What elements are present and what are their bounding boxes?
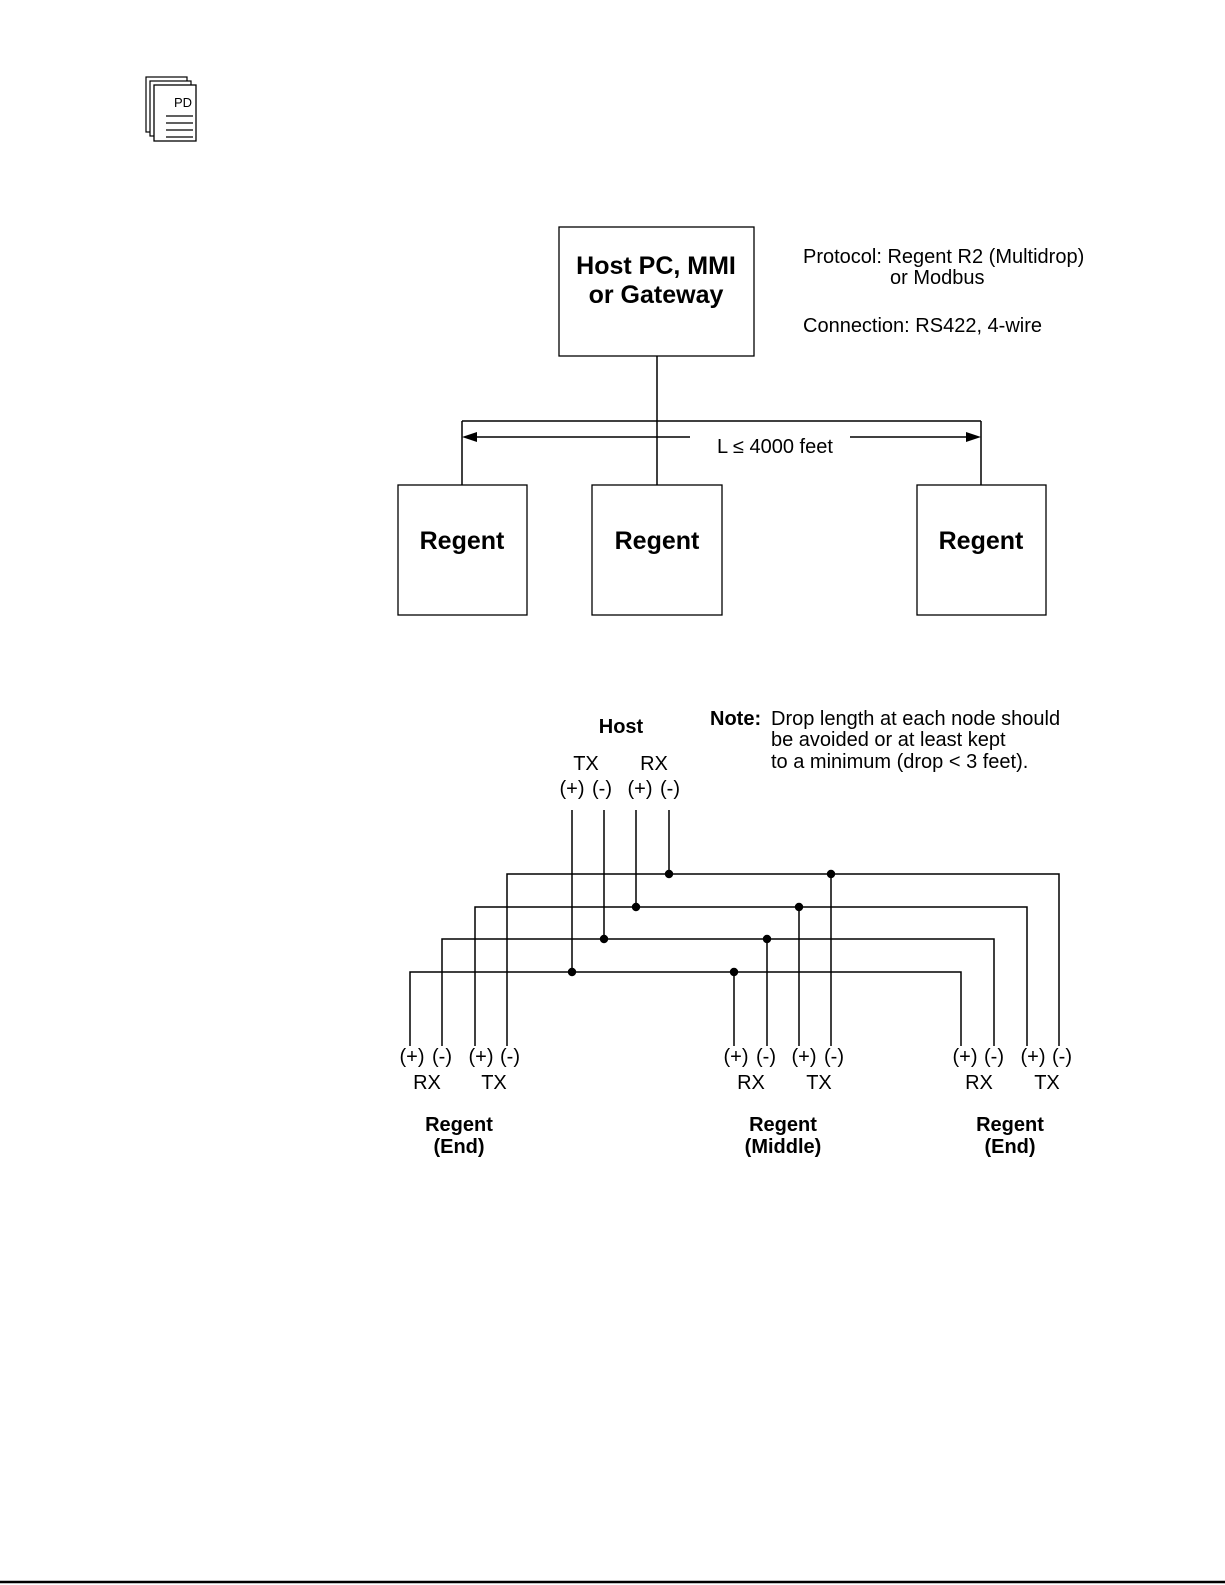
right-node-name: Regent <box>976 1114 1044 1136</box>
note-line3: to a minimum (drop < 3 feet). <box>771 751 1028 773</box>
node-label-3: Regent <box>939 527 1024 555</box>
right-tx-plus: (+) <box>1021 1046 1046 1068</box>
host-tx-minus: (-) <box>592 778 612 800</box>
right-tx-minus: (-) <box>1052 1046 1072 1068</box>
right-node-role: (End) <box>984 1136 1035 1158</box>
node-label-1: Regent <box>420 527 505 555</box>
middle-tx-label: TX <box>806 1072 832 1094</box>
host-box <box>558 226 755 357</box>
host-tx-plus: (+) <box>560 778 585 800</box>
wiring-diagram: Host TX RX (+) (-) (+) (-) Note: Drop le… <box>400 708 1072 1158</box>
left-rx-label: RX <box>413 1072 441 1094</box>
host-title: Host <box>599 716 644 738</box>
middle-node-role: (Middle) <box>745 1136 822 1158</box>
left-node-name: Regent <box>425 1114 493 1136</box>
host-rx-plus: (+) <box>628 778 653 800</box>
bus-tx-plus <box>409 971 962 1046</box>
note-line1: Drop length at each node should <box>771 708 1060 730</box>
document-stack-icon: PD <box>145 76 197 142</box>
protocol-line1: Protocol: Regent R2 (Multidrop) <box>803 246 1084 268</box>
right-rx-label: RX <box>965 1072 993 1094</box>
junction-dot <box>826 869 836 879</box>
host-box-line1: Host PC, MMI <box>576 252 736 280</box>
length-label: L ≤ 4000 feet <box>717 436 833 458</box>
middle-tx-minus: (-) <box>824 1046 844 1068</box>
length-dimension-arrow <box>462 432 981 442</box>
right-tx-label: TX <box>1034 1072 1060 1094</box>
bus-tx-minus <box>441 938 995 1046</box>
junction-dot <box>729 967 739 977</box>
right-rx-plus: (+) <box>953 1046 978 1068</box>
junction-dot <box>664 869 674 879</box>
left-rx-minus: (-) <box>432 1046 452 1068</box>
host-rx-minus: (-) <box>660 778 680 800</box>
protocol-line2: or Modbus <box>890 267 985 289</box>
junction-dot <box>762 934 772 944</box>
middle-rx-label: RX <box>737 1072 765 1094</box>
host-box-line2: or Gateway <box>589 281 724 309</box>
junction-dot <box>567 967 577 977</box>
bus-rx-plus <box>474 906 1028 1046</box>
node-box-1 <box>397 484 528 616</box>
middle-tx-plus: (+) <box>792 1046 817 1068</box>
left-rx-plus: (+) <box>400 1046 425 1068</box>
topology-diagram: Host PC, MMI or Gateway Protocol: Regent… <box>397 226 1084 616</box>
middle-rx-plus: (+) <box>724 1046 749 1068</box>
right-rx-minus: (-) <box>984 1046 1004 1068</box>
node-label-2: Regent <box>615 527 700 555</box>
host-tx-label: TX <box>573 753 599 775</box>
junction-dot <box>599 934 609 944</box>
node-box-2 <box>591 484 723 616</box>
left-node-role: (End) <box>433 1136 484 1158</box>
node-box-3 <box>916 484 1047 616</box>
junction-dot <box>794 902 804 912</box>
host-rx-label: RX <box>640 753 668 775</box>
middle-node-name: Regent <box>749 1114 817 1136</box>
junction-dot <box>631 902 641 912</box>
bus-rx-minus <box>506 873 1060 1046</box>
connection-label: Connection: RS422, 4-wire <box>803 315 1042 337</box>
left-tx-plus: (+) <box>469 1046 494 1068</box>
left-tx-label: TX <box>481 1072 507 1094</box>
middle-rx-minus: (-) <box>756 1046 776 1068</box>
note-line2: be avoided or at least kept <box>771 729 1006 751</box>
document-icon-label: PD <box>174 95 192 110</box>
note-label: Note: <box>710 708 761 730</box>
left-tx-minus: (-) <box>500 1046 520 1068</box>
